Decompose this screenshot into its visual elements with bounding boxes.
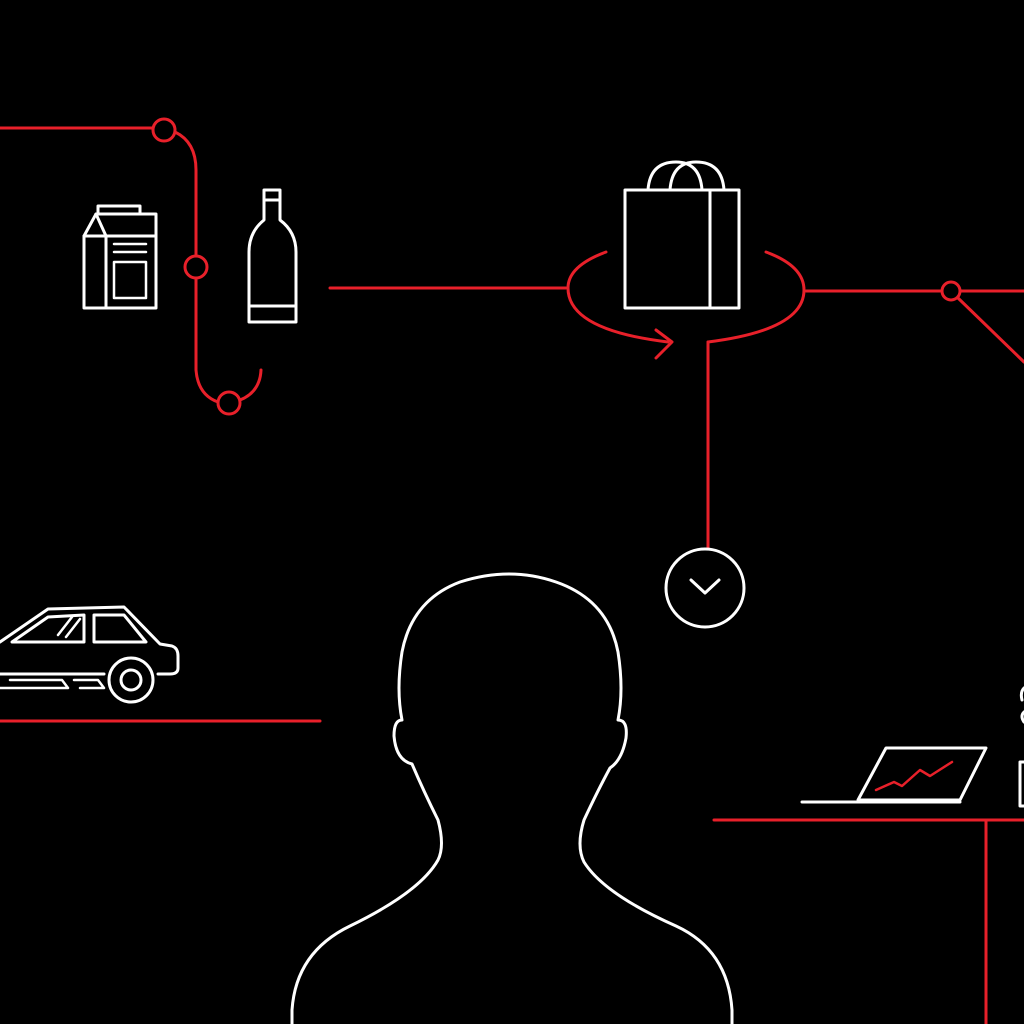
laptop-chart-line: [874, 760, 954, 792]
car-icon: [0, 605, 180, 704]
desk-lines: [712, 818, 1024, 1024]
person-silhouette-icon: [290, 572, 734, 1024]
route-node-2: [183, 254, 209, 280]
route-right: [804, 280, 1024, 364]
partial-figure-right: [1018, 686, 1024, 808]
milk-carton-icon: [82, 204, 158, 310]
route-line-curve: [173, 130, 198, 257]
route-line-down: [194, 276, 220, 404]
shopping-bag-icon: [623, 160, 741, 310]
laptop-chart-icon: [800, 746, 988, 804]
route-line-tail: [238, 368, 263, 402]
bottle-icon: [247, 188, 298, 324]
route-node-1: [151, 117, 177, 143]
route-node-3: [216, 390, 242, 416]
rotation-arrow: [566, 250, 806, 360]
route-top-left: [0, 117, 263, 416]
clock-icon: [664, 547, 746, 629]
